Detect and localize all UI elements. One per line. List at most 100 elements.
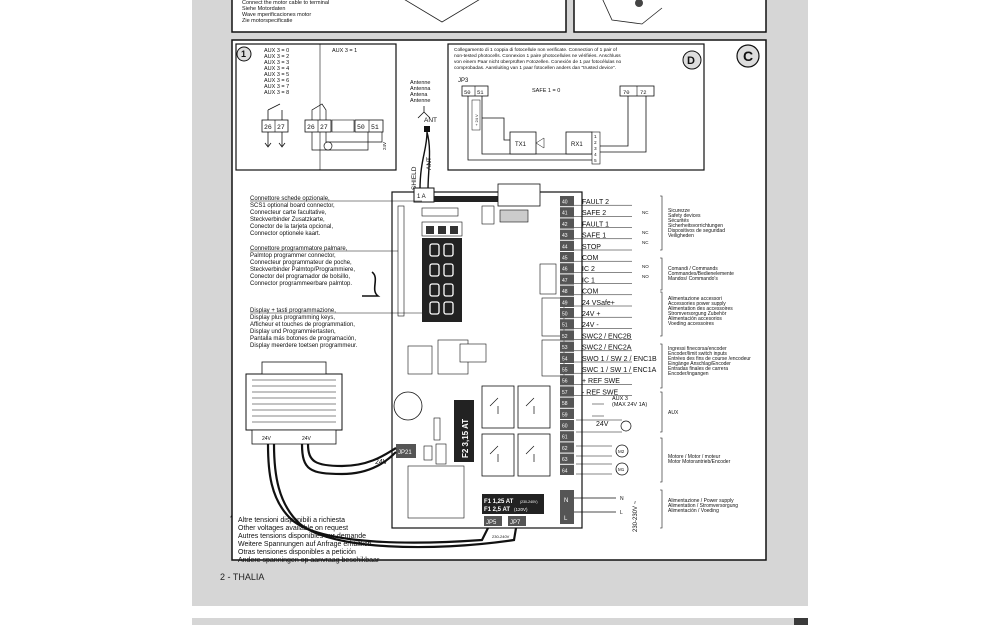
aux-label: AUX 3 = 5 [264, 72, 289, 78]
safe-label: SAFE 1 = 0 [532, 88, 560, 94]
rx-terminal: 5 [594, 158, 597, 164]
jp21-label: JP21 [398, 450, 412, 456]
rx-terminal: 2 [594, 140, 597, 146]
terminal-number: 46 [562, 267, 568, 273]
terminal-number: 51 [477, 89, 484, 96]
seven-seg-display [422, 238, 462, 322]
wiring-diagram: Connect the motor cable to terminal Sieh… [230, 0, 767, 564]
terminal-number: 45 [562, 256, 568, 262]
svg-text:Veiligheden: Veiligheden [668, 233, 694, 239]
terminal-number: 27 [320, 124, 328, 131]
motor-icon [615, 444, 629, 458]
terminal-number: 59 [562, 412, 568, 418]
svg-text:Encoder/ingangen: Encoder/ingangen [668, 371, 709, 377]
terminal-label: SAFE 2 [582, 210, 606, 217]
l-terminal: L [564, 516, 568, 522]
svg-text:Afficheur et touches de progra: Afficheur et touches de programmation, [250, 322, 355, 328]
terminal-cell [560, 420, 574, 431]
jp21-connector [396, 444, 416, 458]
svg-text:Display meerdere toetsen progr: Display meerdere toetsen programmeur. [250, 343, 358, 349]
terminal-cell [560, 442, 574, 453]
terminal-number: 70 [623, 89, 630, 96]
svg-text:Connector optionele kaart.: Connector optionele kaart. [250, 231, 321, 237]
group-power: Alimentazione / Power supply Alimentatio… [668, 498, 738, 514]
terminal-label: 24V - [582, 322, 599, 329]
svg-text:Dispositivos de seguridad: Dispositivos de seguridad [668, 228, 725, 234]
fuse-f1a: F1 1,25 AT [484, 499, 514, 505]
terminal-cell [560, 453, 574, 464]
svg-text:Safety devices: Safety devices [668, 213, 701, 219]
svg-text:Steckverbinder Zusatzkarte,: Steckverbinder Zusatzkarte, [250, 217, 325, 223]
terminal-number: 42 [562, 222, 568, 228]
motor-icon [615, 462, 629, 476]
terminal-number: 50 [357, 124, 365, 131]
aux3-label: AUX 3 [612, 396, 628, 402]
page-corner [794, 618, 808, 625]
terminal-cell [560, 240, 574, 251]
terminal-label: 24V + [582, 311, 601, 318]
notes-block: Altre tensioni disponibili a richiesta O… [238, 517, 380, 564]
terminal-cell [560, 364, 574, 375]
group-motor: Motore / Motor / moteur Motor Motorantri… [668, 454, 731, 465]
terminal-number: 43 [562, 233, 568, 239]
svg-text:Sicherheitsvorrichtungen: Sicherheitsvorrichtungen [668, 223, 723, 229]
fuse-f1b: F1 2,5 AT [484, 507, 510, 513]
terminal-label: + REF SWE [582, 378, 620, 385]
rx1-label: RX1 [571, 142, 583, 148]
aux-list-left: AUX 3 = 0 AUX 3 = 2 AUX 3 = 3 AUX 3 = 4 … [264, 48, 289, 96]
svg-text:Sicurezze: Sicurezze [668, 208, 690, 214]
aux-label: AUX 3 = 3 [264, 60, 289, 66]
svg-text:Sécurités: Sécurités [668, 218, 689, 224]
terminal-number: 60 [562, 424, 568, 430]
terminal-cell [560, 375, 574, 386]
panel-1-frame [235, 43, 397, 171]
terminal-number: 47 [562, 278, 568, 284]
terminal-cell [560, 274, 574, 285]
panel-1-number: 1 [241, 49, 246, 59]
terminal-cell [560, 285, 574, 296]
transformer [245, 373, 343, 431]
display-label-block: Display + tasti programmazione, Display … [250, 308, 358, 349]
svg-text:Voeding accessoires: Voeding accessoires [668, 321, 714, 327]
terminal-label: STOP [582, 244, 601, 251]
fuse-f1 [482, 494, 544, 514]
terminal-label: SWO 1 / SW 2 / ENC1B [582, 356, 657, 363]
svg-text:Alimentazione accessori: Alimentazione accessori [668, 296, 722, 302]
terminal-cell [560, 341, 574, 352]
panel-d-line: non-tested photocells. Connexion 1 paire… [454, 53, 621, 59]
relay [481, 433, 515, 477]
ant-label-2: ANT [426, 157, 433, 170]
terminal-cell [560, 207, 574, 218]
top-text: Zie motorspecificatie [242, 18, 292, 24]
terminal-number: 58 [562, 401, 568, 407]
terminal-label: SWC2 / ENC2A [582, 345, 632, 352]
no-label: NO [642, 274, 649, 279]
jp3-label: JP3 [458, 78, 469, 84]
terminal-label: IC 2 [582, 266, 595, 273]
panel-d-line: von einem Paar nicht überprüften Fotozel… [454, 59, 622, 65]
svg-text:Altre tensioni disponibili a r: Altre tensioni disponibili a richiesta [238, 517, 345, 524]
manual-page: Connect the motor cable to terminal Sieh… [192, 0, 808, 606]
svg-text:Alimentation des accessoires: Alimentation des accessoires [668, 306, 733, 312]
terminal-cell [560, 218, 574, 229]
terminal-number: 52 [562, 334, 568, 340]
jp5-label: JP5 [486, 520, 497, 526]
v230-label: 230-240V [492, 534, 510, 539]
terminal-cell [560, 263, 574, 274]
antenna-label: Antenna [410, 86, 431, 92]
svg-text:Otras tensiones disponibles a: Otras tensiones disponibles a petición [238, 549, 356, 556]
terminal-number: 72 [640, 89, 647, 96]
terminal-label: SAFE 1 [582, 233, 606, 240]
terminal-number: 50 [562, 312, 568, 318]
lamp-icon [620, 420, 632, 432]
svg-text:+ 24 V: + 24 V [474, 114, 479, 126]
terminal-label: SWC2 / ENC2B [582, 333, 632, 340]
m2-label: M2 [618, 449, 625, 454]
no-label: NO [642, 264, 649, 269]
svg-text:Other voltages available on re: Other voltages available on request [238, 525, 348, 532]
scs1-connector [434, 196, 508, 202]
svg-text:Motore / Motor / moteur: Motore / Motor / moteur [668, 454, 721, 460]
panel-d-text: Collegamento di 1 coppia di fotocellule … [454, 47, 622, 71]
